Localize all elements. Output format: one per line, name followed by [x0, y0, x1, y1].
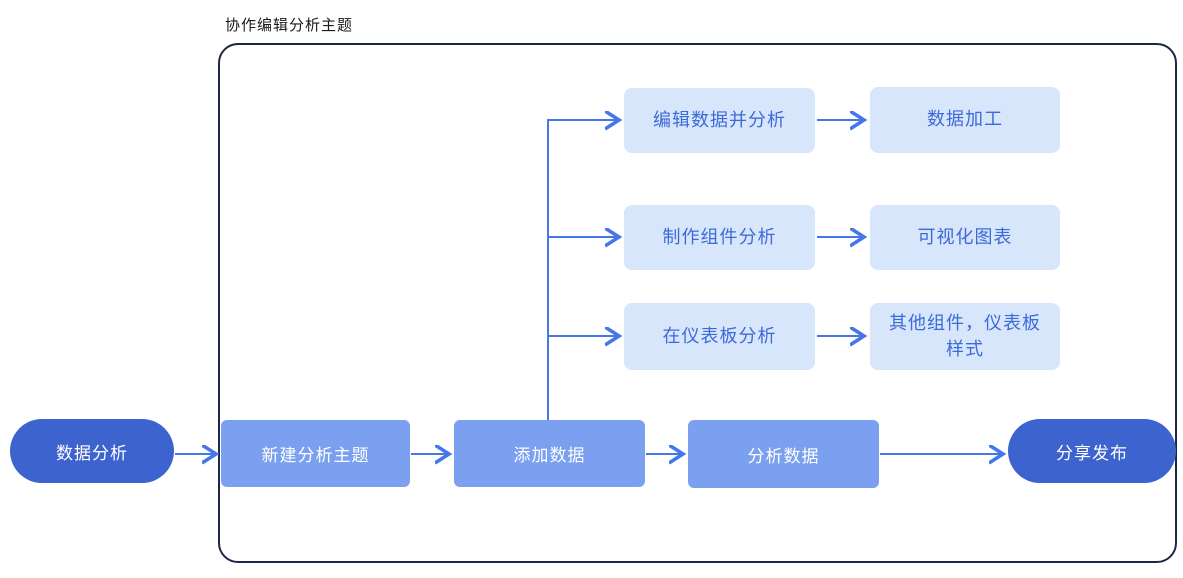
node-make-component-analysis: 制作组件分析: [624, 205, 815, 270]
node-other-components-dashboard-style: 其他组件，仪表板样式: [870, 303, 1060, 370]
node-add-data: 添加数据: [454, 420, 645, 487]
node-create-analysis-theme: 新建分析主题: [221, 420, 410, 487]
collaboration-group-frame: [218, 43, 1177, 563]
node-share-publish: 分享发布: [1008, 419, 1176, 483]
node-dashboard-analysis: 在仪表板分析: [624, 303, 815, 370]
node-visual-chart: 可视化图表: [870, 205, 1060, 270]
node-edit-data-analyze: 编辑数据并分析: [624, 88, 815, 153]
group-frame-title: 协作编辑分析主题: [225, 17, 354, 34]
node-data-analysis: 数据分析: [10, 419, 174, 483]
node-analyze-data: 分析数据: [688, 420, 879, 488]
node-data-processing: 数据加工: [870, 87, 1060, 153]
